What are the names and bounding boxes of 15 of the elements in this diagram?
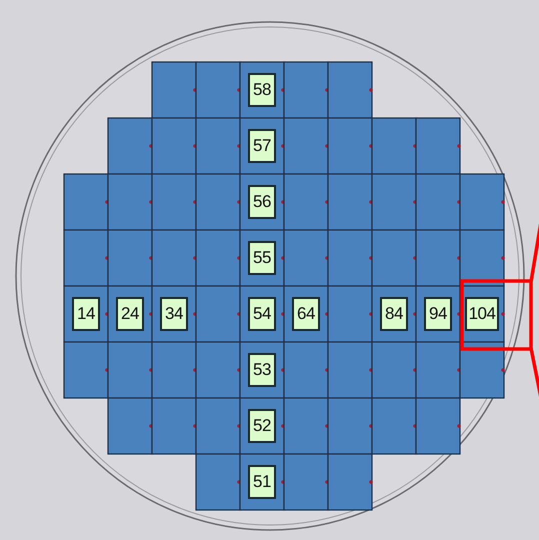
die-number: 84 bbox=[380, 297, 408, 331]
die-number: 52 bbox=[248, 409, 276, 443]
die-number: 55 bbox=[248, 241, 276, 275]
die-number: 64 bbox=[292, 297, 320, 331]
die-number: 51 bbox=[248, 465, 276, 499]
die-number: 57 bbox=[248, 129, 276, 163]
die-number: 53 bbox=[248, 353, 276, 387]
die-number: 54 bbox=[248, 297, 276, 331]
die-number: 104 bbox=[465, 297, 499, 331]
die-number: 94 bbox=[424, 297, 452, 331]
die-number: 56 bbox=[248, 185, 276, 219]
die-number: 14 bbox=[72, 297, 100, 331]
die-number: 58 bbox=[248, 73, 276, 107]
die-number: 34 bbox=[160, 297, 188, 331]
die-number: 24 bbox=[116, 297, 144, 331]
